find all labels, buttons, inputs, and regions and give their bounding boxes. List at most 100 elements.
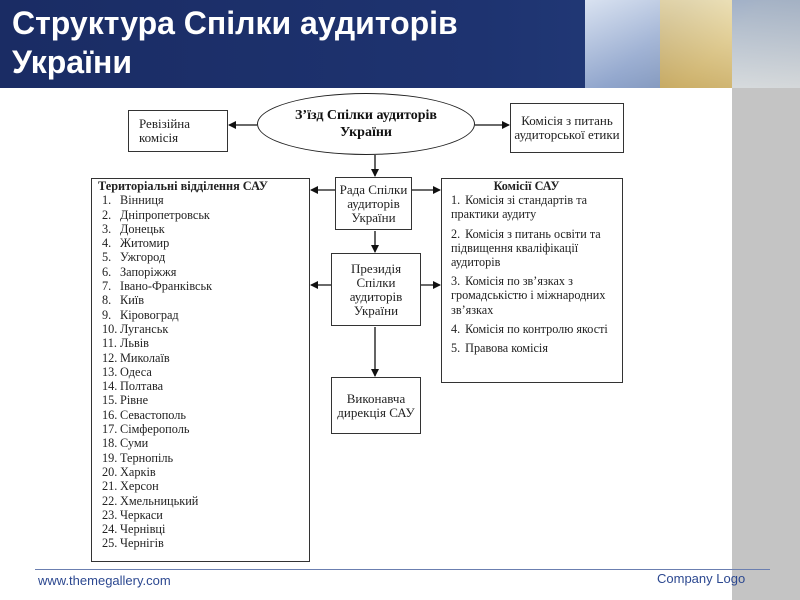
commission-item: 1.Комісія зі стандартів та практики ауди… xyxy=(451,193,622,221)
title-line-1: Структура Спілки аудиторів xyxy=(12,5,458,41)
territorial-branch-item-number: 24. xyxy=(102,522,118,537)
page-title: Структура Спілки аудиторів України xyxy=(12,4,582,82)
territorial-branch-item-label: Київ xyxy=(120,293,145,308)
territorial-branch-item-label: Житомир xyxy=(120,236,170,251)
territorial-branch-item-number: 11. xyxy=(102,336,117,351)
commission-item-label: Правова комісія xyxy=(465,341,548,356)
council-label: Рада Спілки аудиторів України xyxy=(339,181,408,225)
territorial-branch-item-label: Чернівці xyxy=(120,522,166,537)
territorial-branch-item: 4. Житомир xyxy=(96,236,309,250)
territorial-branch-item-number: 18. xyxy=(102,436,118,451)
territorial-branch-item-number: 9. xyxy=(102,307,112,322)
header-photo-tile xyxy=(585,0,660,88)
territorial-branch-item: 24.Чернівці xyxy=(96,522,309,536)
territorial-branch-item-number: 4. xyxy=(102,236,112,251)
territorial-branch-item: 19.Тернопіль xyxy=(96,451,309,465)
commission-item-number: 4. xyxy=(451,321,461,336)
header-banner: Структура Спілки аудиторів України xyxy=(0,0,800,88)
territorial-branch-item: 10.Луганськ xyxy=(96,322,309,336)
executive-node: Виконавча дирекція САУ xyxy=(331,377,421,434)
territorial-branch-item-label: Івано-Франківськ xyxy=(120,279,213,294)
congress-label: З’їзд Спілки аудиторів України xyxy=(295,108,437,140)
territorial-branch-item-label: Донецьк xyxy=(120,221,165,236)
territorial-branch-item-label: Полтава xyxy=(120,379,164,394)
territorial-branch-item: 17.Сімферополь xyxy=(96,422,309,436)
territorial-branch-item-label: Миколаїв xyxy=(120,350,170,365)
territorial-branch-item: 20.Харків xyxy=(96,465,309,479)
territorial-branch-item-number: 16. xyxy=(102,407,118,422)
presidium-label: Президія Спілки аудиторів України xyxy=(349,260,403,318)
territorial-branch-item-label: Черкаси xyxy=(120,507,163,522)
territorial-branch-item: 23.Черкаси xyxy=(96,508,309,522)
commission-item-label: Комісія по контролю якості xyxy=(465,321,608,336)
territorial-branch-item-number: 2. xyxy=(102,207,112,222)
footer-divider xyxy=(35,569,770,570)
commission-item-label: Комісія зі стандартів та практики аудиту xyxy=(451,193,588,222)
territorial-branch-item-number: 8. xyxy=(102,293,112,308)
territorial-branch-item-label: Херсон xyxy=(120,479,159,494)
congress-node: З’їзд Спілки аудиторів України xyxy=(257,93,475,155)
territorial-branch-item: 13.Одеса xyxy=(96,365,309,379)
territorial-branch-item: 21.Херсон xyxy=(96,479,309,493)
territorial-branch-item: 11.Львів xyxy=(96,336,309,350)
commission-item: 3.Комісія по зв’язках з громадськістю і … xyxy=(451,274,622,317)
territorial-branch-item: 22.Хмельницький xyxy=(96,494,309,508)
territorial-branch-item-number: 10. xyxy=(102,321,118,336)
territorial-branch-item: 12.Миколаїв xyxy=(96,351,309,365)
territorial-branch-item: 1.Вінниця xyxy=(96,193,309,207)
territorial-branch-item: 5.Ужгород xyxy=(96,250,309,264)
header-photo-tile xyxy=(732,0,800,88)
commission-item-number: 5. xyxy=(451,341,461,356)
territorial-branch-item-number: 5. xyxy=(102,250,112,265)
territorial-branch-item-number: 12. xyxy=(102,350,118,365)
territorial-branch-item: 9. Кіровоград xyxy=(96,308,309,322)
territorial-branch-item-label: Рівне xyxy=(120,393,149,408)
territorial-branch-item-number: 7. xyxy=(102,279,112,294)
commission-item: 5. Правова комісія xyxy=(451,341,622,355)
territorial-branch-item-label: Одеса xyxy=(120,364,152,379)
territorial-branch-item-label: Львів xyxy=(120,336,149,351)
territorial-branch-item-label: Луганськ xyxy=(120,321,169,336)
territorial-branch-item-number: 22. xyxy=(102,493,118,508)
territorial-branch-item: 15.Рівне xyxy=(96,393,309,407)
territorial-branch-item: 25.Чернігів xyxy=(96,536,309,550)
right-sidebar xyxy=(732,88,800,600)
territorial-branch-item-number: 3. xyxy=(102,221,112,236)
footer-logo-text: Company Logo xyxy=(657,571,746,586)
territorial-branch-item-label: Вінниця xyxy=(120,193,164,208)
commission-item: 4. Комісія по контролю якості xyxy=(451,322,622,336)
territorial-branch-item-label: Запоріжжя xyxy=(120,264,177,279)
commissions-node: Комісії САУ 1.Комісія зі стандартів та п… xyxy=(441,178,623,383)
territorial-branch-item-number: 14. xyxy=(102,379,118,394)
territorial-branch-item-number: 19. xyxy=(102,450,118,465)
territorial-branch-item-label: Севастополь xyxy=(120,407,187,422)
territorial-branch-item-label: Кіровоград xyxy=(120,307,179,322)
territorial-branch-item-number: 25. xyxy=(102,536,118,551)
territorial-branch-item-label: Суми xyxy=(120,436,149,451)
ethics-commission-node: Комісія з питань аудиторської етики xyxy=(510,103,624,153)
territorial-branch-item: 7. Івано-Франківськ xyxy=(96,279,309,293)
audit-commission-label: Ревізійна комісія xyxy=(139,116,191,145)
commissions-list: 1.Комісія зі стандартів та практики ауди… xyxy=(451,193,622,355)
footer-url: www.themegallery.com xyxy=(38,573,171,588)
territorial-branch-item: 2. Дніпропетровськ xyxy=(96,208,309,222)
territorial-branch-item-label: Чернігів xyxy=(120,536,164,551)
territorial-branch-item: 3. Донецьк xyxy=(96,222,309,236)
territorial-branch-item-number: 17. xyxy=(102,422,118,437)
territorial-branch-item-number: 15. xyxy=(102,393,118,408)
commissions-title: Комісії САУ xyxy=(493,179,560,193)
ethics-commission-label: Комісія з питань аудиторської етики xyxy=(514,113,620,142)
territorial-branch-item: 18.Суми xyxy=(96,436,309,450)
presidium-node: Президія Спілки аудиторів України xyxy=(331,253,421,326)
territorial-branch-item-label: Хмельницький xyxy=(120,493,199,508)
executive-label: Виконавча дирекція САУ xyxy=(337,390,415,420)
commission-item-number: 2. xyxy=(451,226,461,241)
territorial-branch-item-number: 20. xyxy=(102,464,118,479)
territorial-branch-item-label: Сімферополь xyxy=(120,422,190,437)
territorial-branch-item: 6.Запоріжжя xyxy=(96,265,309,279)
territorial-branch-item-number: 21. xyxy=(102,479,118,494)
territorial-branch-item-label: Дніпропетровськ xyxy=(120,207,210,222)
territorial-title: Територіальні відділення САУ xyxy=(98,179,268,193)
